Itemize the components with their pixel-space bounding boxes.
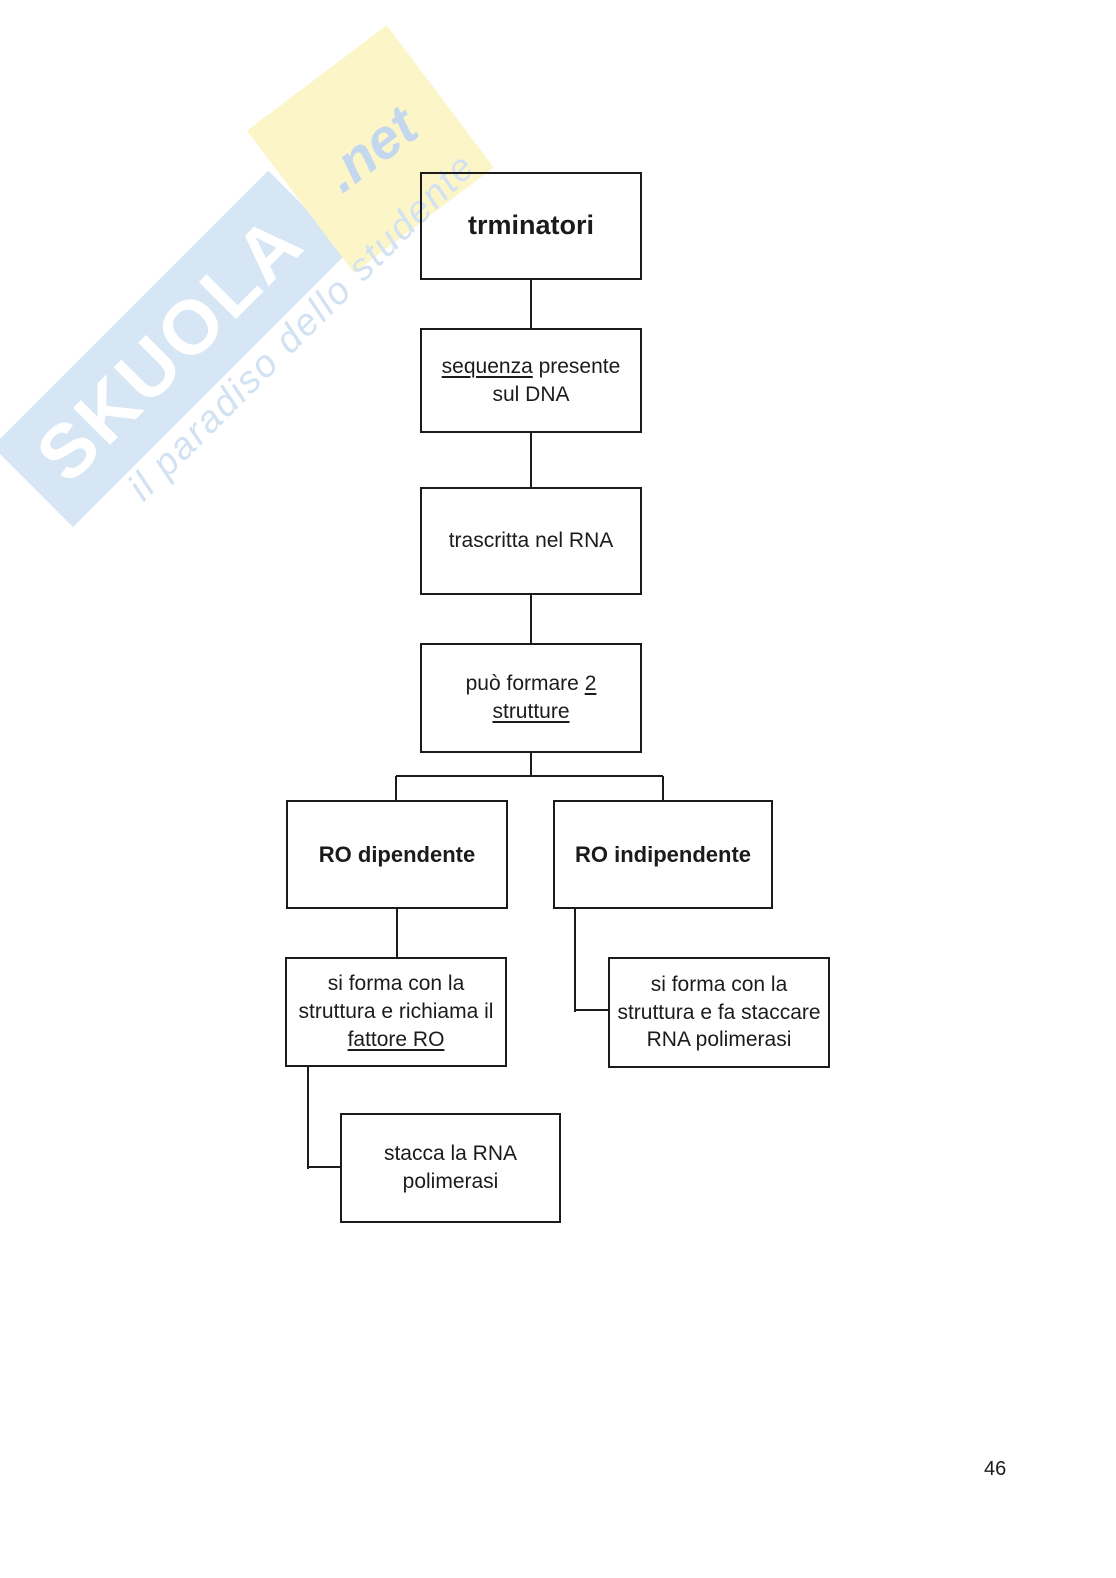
flow-connector <box>395 776 397 800</box>
flow-box-terminatori: trminatori <box>420 172 642 280</box>
flow-connector <box>396 775 663 777</box>
flow-box-label: sequenza presente sul DNA <box>441 354 621 406</box>
flow-connector <box>530 433 532 487</box>
flow-connector <box>574 909 576 1012</box>
flow-box-label: trminatori <box>467 210 594 241</box>
page-number: 46 <box>984 1458 1007 1480</box>
flow-connector <box>307 1067 309 1169</box>
flow-box-label: trascritta nel RNA <box>448 529 614 553</box>
flow-box-fa-staccare-rna-polimerasi: si forma con la struttura e fa staccare … <box>608 957 830 1068</box>
flow-box-ro-dipendente: RO dipendente <box>286 800 508 909</box>
flow-box-label: si forma con la struttura e richiama il … <box>298 972 494 1051</box>
flow-box-label: stacca la RNA polimerasi <box>383 1142 518 1193</box>
flow-box-label: può formare 2 strutture <box>465 672 597 723</box>
flow-box-trascritta-nel-rna: trascritta nel RNA <box>420 487 642 595</box>
flow-connector <box>396 909 398 957</box>
flow-connector <box>530 595 532 643</box>
flow-box-ro-indipendente: RO indipendente <box>553 800 773 909</box>
flow-connector <box>662 776 664 800</box>
flow-connector <box>308 1166 340 1168</box>
flow-connector <box>530 753 532 777</box>
flow-box-label: RO dipendente <box>318 841 476 867</box>
flow-box-richiama-fattore-ro: si forma con la struttura e richiama il … <box>285 957 507 1067</box>
flow-connector <box>575 1009 608 1011</box>
flow-box-label: RO indipendente <box>575 841 751 867</box>
flow-box-stacca-la-rna-polimerasi: stacca la RNA polimerasi <box>340 1113 561 1223</box>
flow-box-label: si forma con la struttura e fa staccare … <box>617 972 821 1052</box>
flow-connector <box>530 280 532 328</box>
flow-box-sequenza-sul-dna: sequenza presente sul DNA <box>420 328 642 433</box>
flow-box-puo-formare-2-strutture: può formare 2 strutture <box>420 643 642 753</box>
